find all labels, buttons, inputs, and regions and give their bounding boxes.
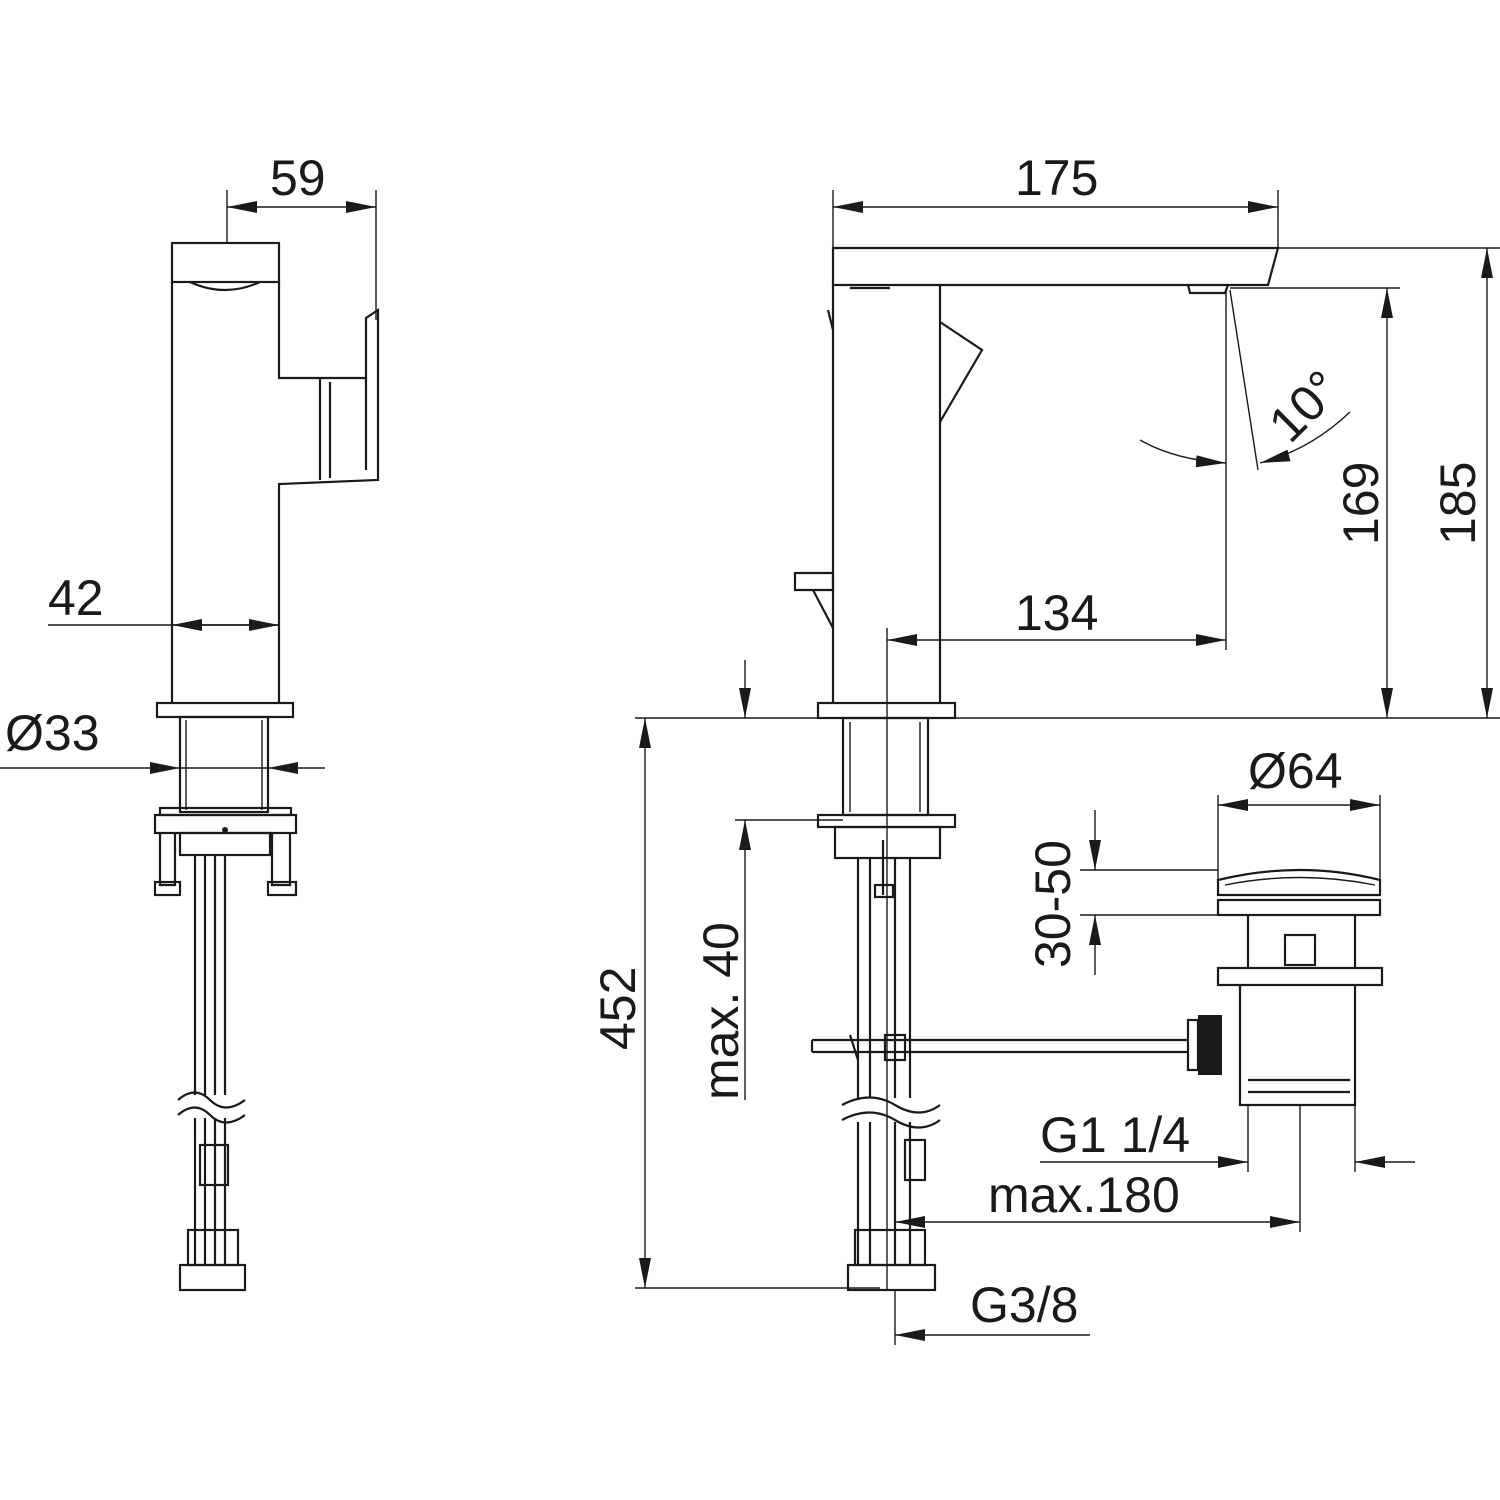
dimension-185-label: 185: [1430, 462, 1486, 545]
dimension-59-label: 59: [270, 150, 326, 206]
dimension-g3-8-label: G3/8: [970, 1277, 1078, 1333]
dimension-42: 42: [48, 570, 279, 631]
dimension-max-180: max.180: [895, 1167, 1300, 1228]
dimension-diameter-64: Ø64: [1217, 743, 1381, 880]
dimension-diameter-33: Ø33: [0, 705, 325, 774]
dimension-10-degrees-label: 10°: [1258, 360, 1351, 453]
dimension-42-label: 42: [48, 570, 104, 626]
dimension-175: 175: [832, 150, 1279, 248]
dimension-max-40: max. 40: [693, 660, 843, 1100]
dimension-175-label: 175: [1015, 150, 1098, 206]
dimension-max-180-label: max.180: [988, 1167, 1180, 1223]
dimension-134-label: 134: [1015, 585, 1098, 641]
dimension-134: 134: [886, 585, 1226, 1290]
dimension-10-degrees: 10°: [1139, 289, 1351, 650]
front-hoses: [841, 840, 941, 1292]
dimension-30-50-label: 30-50: [1025, 840, 1081, 968]
side-view: 59 42 Ø33: [0, 150, 380, 1292]
dimension-169: 169: [1230, 287, 1400, 718]
front-view: 175 185 169 10° 134 452: [590, 150, 1500, 1345]
dimension-59: 59: [226, 150, 377, 320]
dimension-diameter-33-label: Ø33: [5, 705, 100, 761]
side-hoses: [177, 855, 247, 1292]
side-body: [153, 241, 380, 897]
dimension-g1-1-4-label: G1 1/4: [1040, 1107, 1190, 1163]
dimension-185: 185: [1278, 247, 1500, 718]
dimension-g3-8: G3/8: [894, 1277, 1090, 1345]
dimension-diameter-64-label: Ø64: [1248, 743, 1343, 799]
dimension-30-50: 30-50: [1025, 810, 1218, 975]
dimension-g1-1-4: G1 1/4: [1040, 1105, 1415, 1232]
dimension-max-40-label: max. 40: [693, 922, 749, 1100]
faucet-body: [793, 246, 1280, 860]
dimension-169-label: 169: [1333, 462, 1389, 545]
dimension-452: 452: [590, 718, 880, 1289]
dimension-452-label: 452: [590, 967, 646, 1050]
pop-up-waste: [810, 868, 1384, 1107]
